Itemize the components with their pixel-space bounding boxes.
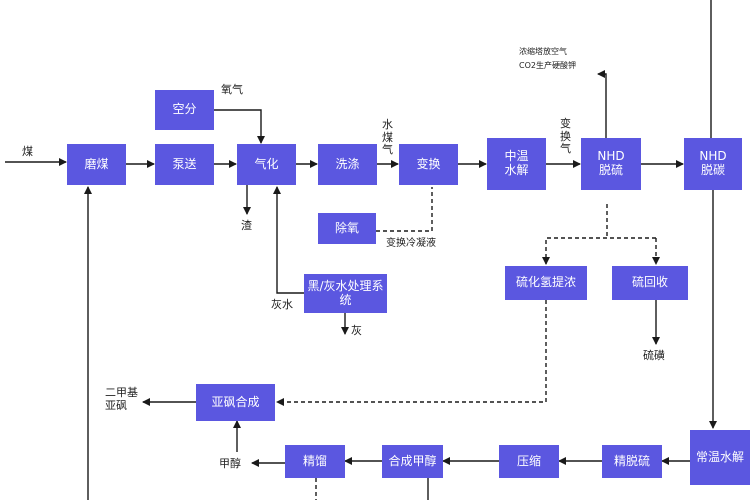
label-bianhuanlengning: 变换冷凝液 (386, 238, 436, 249)
node-qihua: 气化 (237, 144, 296, 185)
node-kongfen: 空分 (155, 90, 214, 130)
label-mei: 煤 (22, 145, 33, 158)
label-liuhuang: 硫磺 (643, 349, 665, 362)
dashed-chuyang-to-bianhuan (376, 187, 433, 232)
node-zhongwen: 中温 水解 (487, 138, 546, 190)
label-jiachun: 甲醇 (219, 457, 241, 470)
node-jingtuoliu: 精脱硫 (602, 445, 662, 478)
label-vent1: 浓缩塔放空气 (519, 47, 567, 56)
label-vent2: CO2生产硬酸钾 (519, 61, 576, 70)
label-hui: 灰 (351, 324, 362, 337)
node-chuyang: 除氧 (318, 213, 376, 244)
label-yangqi: 氧气 (221, 83, 243, 96)
label-huishui: 灰水 (271, 298, 293, 311)
node-jingliu: 精馏 (285, 445, 345, 478)
node-nhd1: NHD 脱硫 (581, 138, 641, 190)
label-bianhuanqi: 变 换 气 (560, 117, 571, 156)
arrow-nhd1-vent (600, 73, 607, 138)
label-erjiaji: 二甲基 亚砜 (105, 386, 138, 412)
node-changwen: 常温水解 (690, 430, 750, 485)
node-xidi: 洗涤 (318, 144, 377, 185)
dashed-to-liuhua (542, 237, 656, 265)
node-yafeng: 亚砜合成 (196, 384, 275, 421)
arrow-kongfen-to-qihua (214, 109, 265, 144)
node-liuhua: 硫化氢提浓 (505, 266, 587, 300)
label-shuimeiqi: 水 煤 气 (382, 118, 393, 157)
node-nhd2: NHD 脱碳 (684, 138, 742, 190)
node-liuhuishou: 硫回收 (612, 266, 688, 300)
node-yasuo: 压缩 (499, 445, 559, 478)
node-bianhuan: 变换 (399, 144, 458, 185)
node-momei: 磨煤 (67, 144, 126, 185)
node-hecheng: 合成甲醇 (382, 445, 443, 478)
node-bengsong: 泵送 (155, 144, 214, 185)
node-heihui: 黑/灰水处理系 统 (304, 274, 387, 313)
dashed-liuhua-to-yafeng (276, 300, 547, 406)
arrow-heihui-to-qihua (273, 186, 304, 294)
label-zha: 渣 (241, 219, 252, 232)
